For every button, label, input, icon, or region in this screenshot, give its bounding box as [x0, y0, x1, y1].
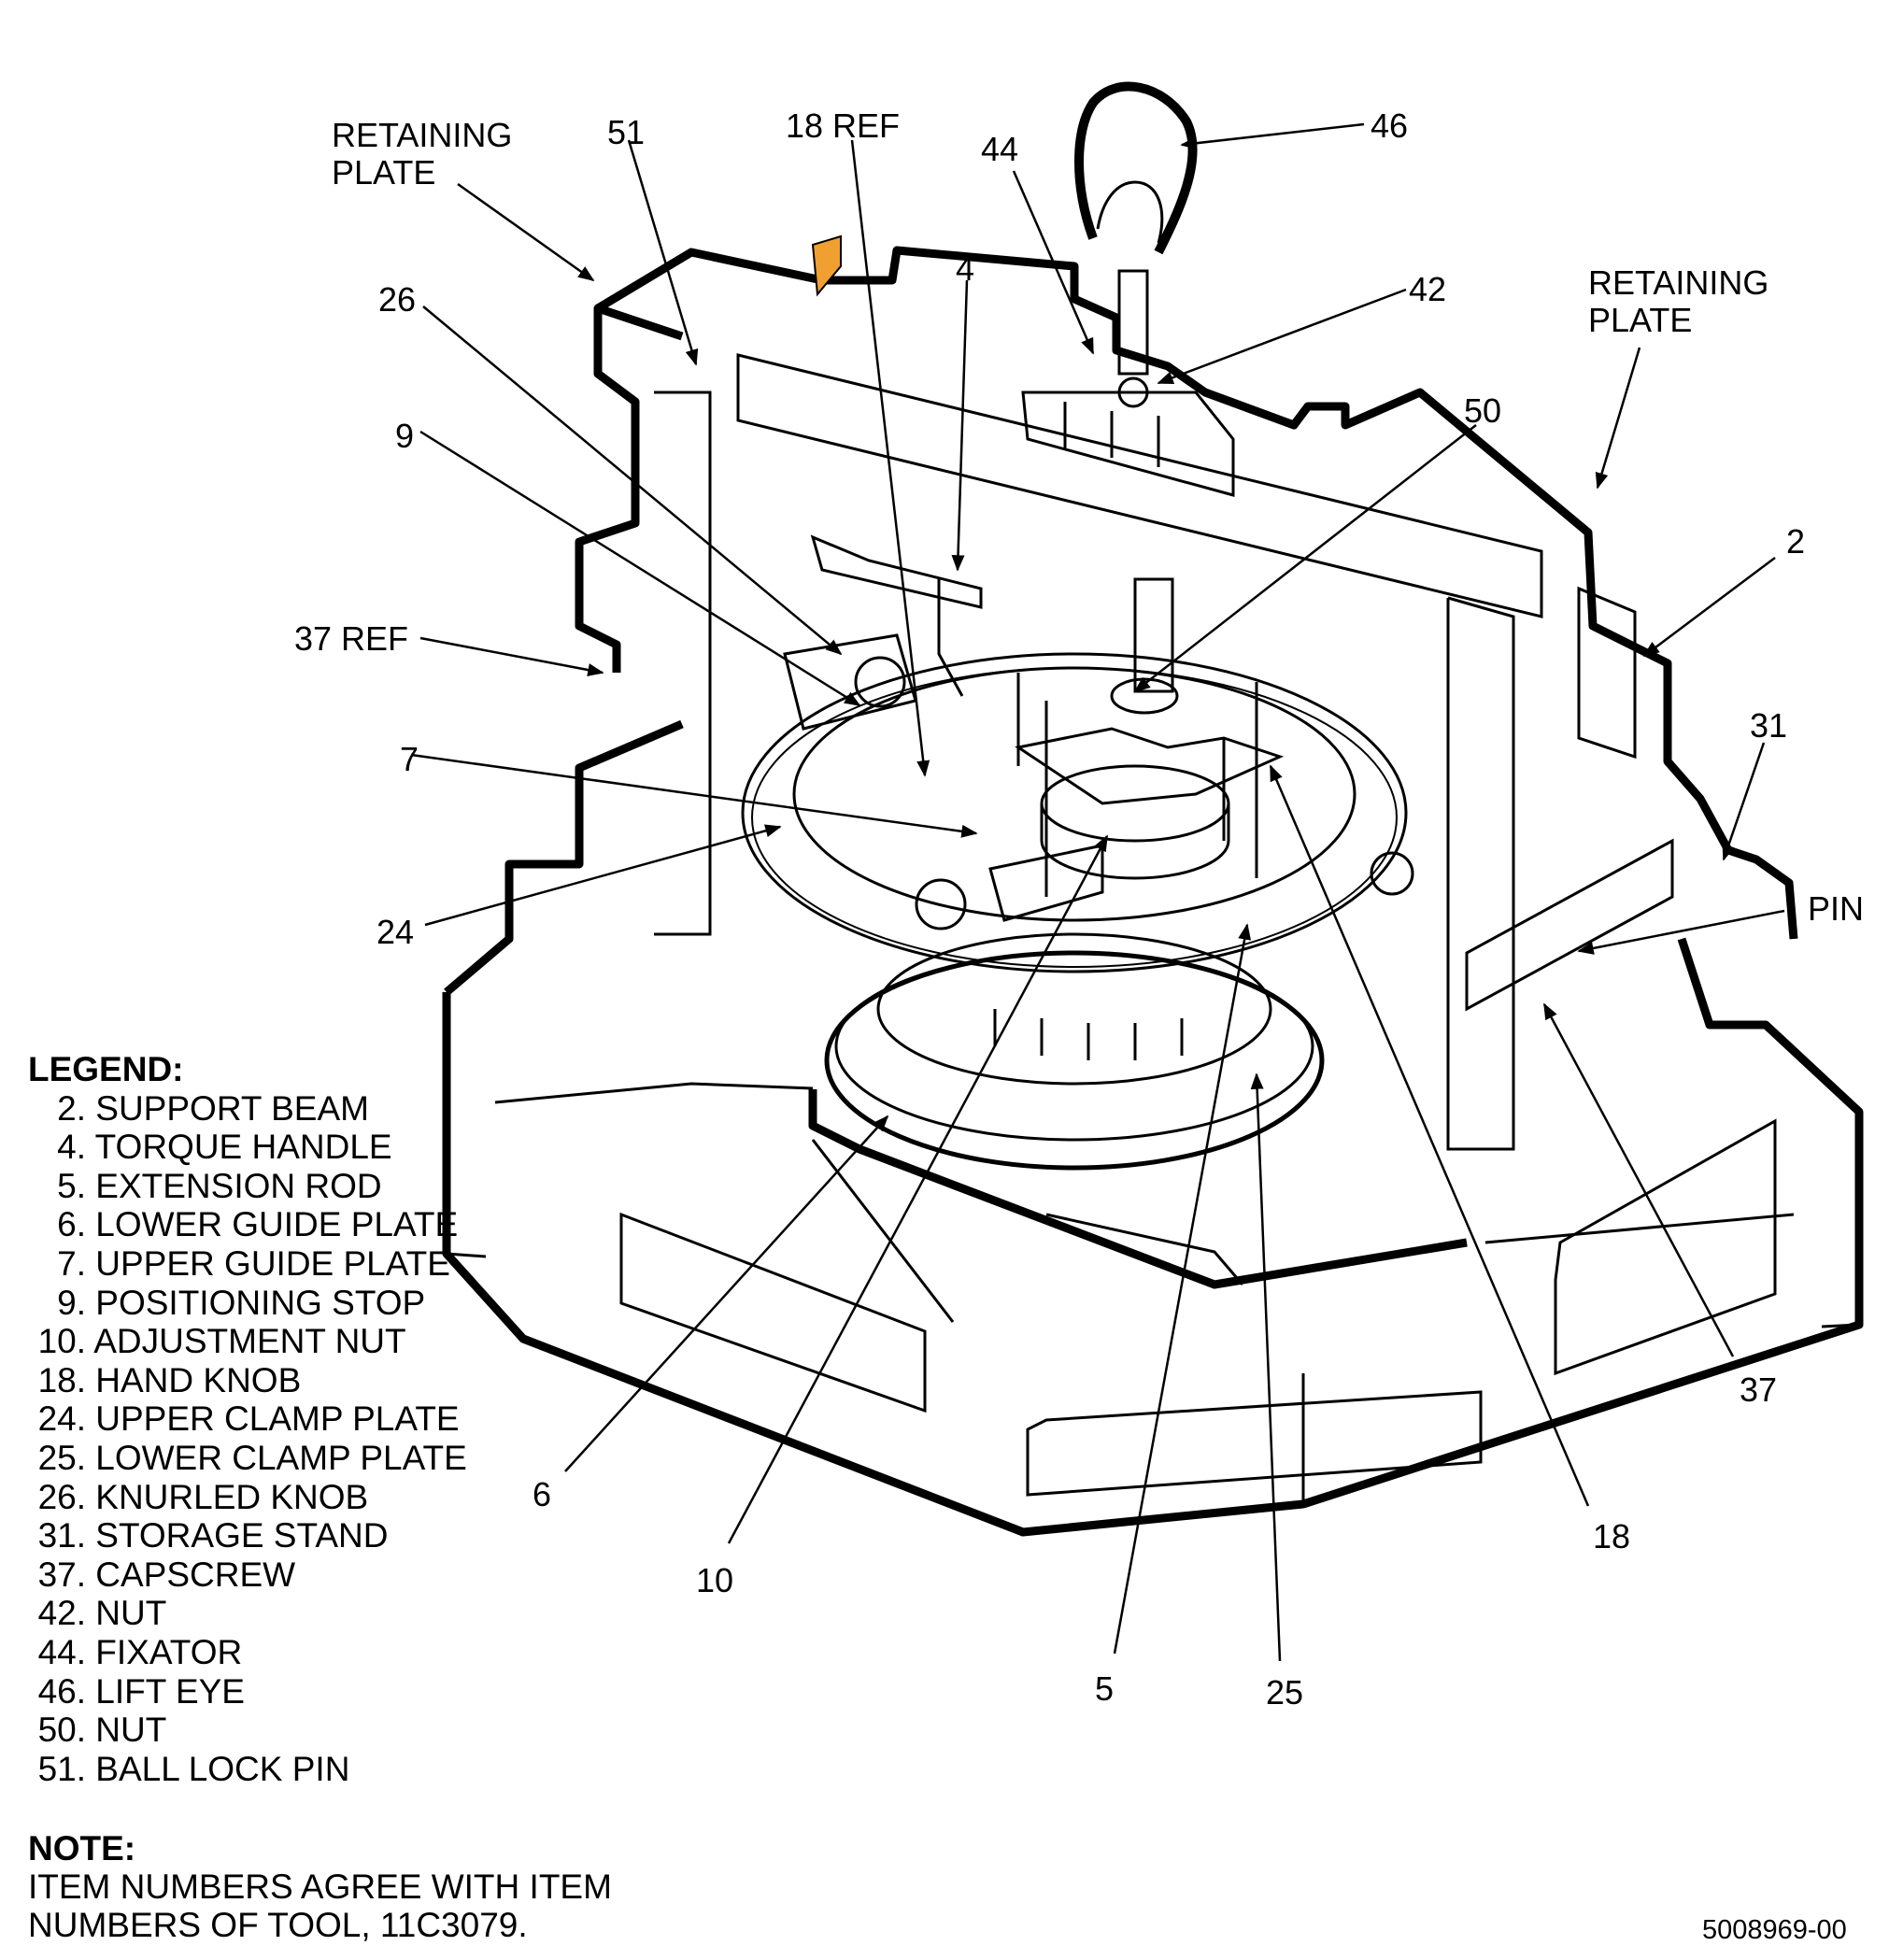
legend-item: 26. KNURLED KNOB: [28, 1478, 467, 1517]
callout-6: 6: [533, 1475, 552, 1513]
legend-item-label: ADJUSTMENT NUT: [93, 1322, 406, 1361]
callout-5: 5: [1095, 1669, 1115, 1708]
legend-item-label: LOWER CLAMP PLATE: [95, 1438, 467, 1477]
callout-9: 9: [395, 417, 415, 455]
callout-7: 7: [400, 740, 419, 778]
note-line-1: ITEM NUMBERS AGREE WITH ITEM: [28, 1868, 612, 1906]
fixator: [1021, 391, 1235, 497]
callout-46: 46: [1371, 107, 1409, 145]
legend-item-number: 4.: [57, 1128, 86, 1167]
legend-item-label: HAND KNOB: [95, 1360, 302, 1399]
legend-item-number: 6.: [57, 1205, 86, 1244]
callout-10: 10: [696, 1561, 734, 1599]
legend-item: 6. LOWER GUIDE PLATE: [28, 1205, 467, 1244]
note-line-2: NUMBERS OF TOOL, 11C3079.: [28, 1906, 528, 1944]
legend-item-number: 37.: [37, 1555, 86, 1594]
highlight-mark: [811, 234, 842, 297]
note: NOTE: ITEM NUMBERS AGREE WITH ITEM NUMBE…: [28, 1829, 612, 1944]
legend-item-number: 10.: [37, 1322, 86, 1361]
legend-item-number: 7.: [57, 1243, 86, 1283]
legend-item: 18. HAND KNOB: [28, 1361, 467, 1400]
callout-42: 42: [1409, 270, 1447, 308]
legend-item-number: 18.: [37, 1360, 86, 1399]
callout-18-ref: 18 REF: [786, 107, 901, 145]
legend-item-label: UPPER CLAMP PLATE: [95, 1399, 460, 1439]
callout-4: 4: [956, 249, 975, 288]
legend-item-label: EXTENSION ROD: [95, 1166, 382, 1205]
legend-item-number: 2.: [57, 1088, 86, 1128]
lift-eye: [1074, 81, 1198, 408]
legend-item-number: 24.: [37, 1399, 86, 1439]
legend-item: 9. POSITIONING STOP: [28, 1284, 467, 1323]
legend-item-label: KNURLED KNOB: [95, 1477, 369, 1516]
legend-item: 46. LIFT EYE: [28, 1672, 467, 1711]
legend-item-number: 25.: [37, 1438, 86, 1477]
legend-item-label: FIXATOR: [95, 1632, 243, 1671]
legend-item-label: NUT: [95, 1594, 167, 1633]
callout-37-ref: 37 REF: [294, 619, 409, 658]
support-beam: [575, 246, 1798, 1151]
legend-item-label: UPPER GUIDE PLATE: [95, 1243, 450, 1283]
callout-2: 2: [1786, 522, 1806, 561]
legend-item: 5. EXTENSION ROD: [28, 1167, 467, 1206]
legend-item: 44. FIXATOR: [28, 1633, 467, 1672]
callout-pin: PIN: [1808, 889, 1865, 928]
callout-25: 25: [1266, 1673, 1304, 1711]
legend-item-label: BALL LOCK PIN: [95, 1749, 350, 1788]
legend-item-label: CAPSCREW: [95, 1555, 296, 1594]
callout-18: 18: [1593, 1517, 1631, 1555]
legend-item: 4. TORQUE HANDLE: [28, 1128, 467, 1167]
legend-item: 24. UPPER CLAMP PLATE: [28, 1399, 467, 1439]
legend-item: 25. LOWER CLAMP PLATE: [28, 1439, 467, 1478]
callout-44: 44: [981, 130, 1019, 168]
legend-item-number: 26.: [37, 1477, 86, 1516]
legend-item: 10. ADJUSTMENT NUT: [28, 1322, 467, 1361]
legend-item-number: 46.: [37, 1671, 86, 1711]
legend-item-label: LOWER GUIDE PLATE: [95, 1205, 459, 1244]
legend-item-label: SUPPORT BEAM: [95, 1088, 369, 1128]
callout-24: 24: [376, 913, 415, 951]
legend-item-label: STORAGE STAND: [95, 1516, 389, 1555]
legend-item-label: POSITIONING STOP: [95, 1283, 426, 1322]
legend-item-label: NUT: [95, 1711, 167, 1750]
legend-item-number: 31.: [37, 1516, 86, 1555]
callout-37: 37: [1740, 1371, 1778, 1409]
legend-item-number: 9.: [57, 1283, 86, 1322]
legend-item-number: 5.: [57, 1166, 86, 1205]
legend-item-number: 51.: [37, 1749, 86, 1788]
clamp-plates: [741, 534, 1414, 1171]
note-title: NOTE:: [28, 1829, 136, 1868]
legend-item-number: 50.: [37, 1711, 86, 1750]
callout-26: 26: [378, 280, 417, 319]
legend-item: 50. NUT: [28, 1711, 467, 1750]
storage-stand-base: [442, 719, 1864, 1537]
callout-51: 51: [607, 113, 646, 151]
legend-item-number: 44.: [37, 1632, 86, 1671]
legend-item: 42. NUT: [28, 1594, 467, 1633]
callout-retaining-plate-right: RETAINING PLATE: [1588, 263, 1769, 339]
callout-31: 31: [1750, 706, 1788, 745]
legend-item: 51. BALL LOCK PIN: [28, 1750, 467, 1789]
legend-item-number: 42.: [37, 1594, 86, 1633]
legend-item: 7. UPPER GUIDE PLATE: [28, 1244, 467, 1284]
figure-id: 5008969-00: [1702, 1915, 1847, 1945]
legend-item: 37. CAPSCREW: [28, 1555, 467, 1595]
legend-item: 2. SUPPORT BEAM: [28, 1089, 467, 1129]
callout-50: 50: [1464, 391, 1502, 430]
leader-lines: [410, 122, 1785, 1662]
legend-item: 31. STORAGE STAND: [28, 1516, 467, 1555]
legend-title: LEGEND:: [28, 1050, 184, 1088]
callout-retaining-plate-left: RETAINING PLATE: [332, 116, 513, 192]
legend-item-label: LIFT EYE: [95, 1671, 245, 1711]
legend-item-label: TORQUE HANDLE: [94, 1128, 392, 1167]
